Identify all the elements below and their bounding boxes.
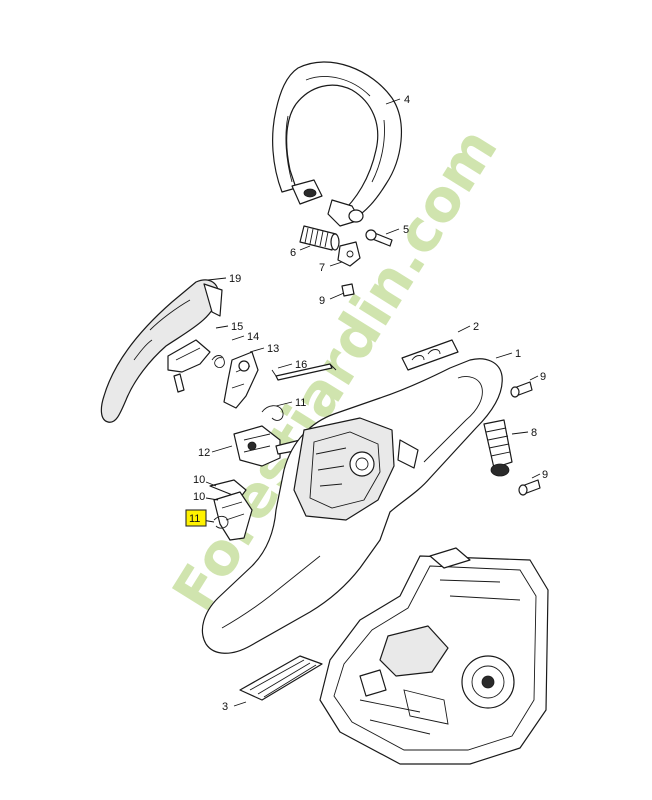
callout-15[interactable]: 13 (267, 343, 279, 355)
part-5-screw[interactable] (365, 229, 393, 247)
callout-13[interactable]: 11 (295, 397, 306, 409)
callout-9-lower-right[interactable]: 9 (542, 469, 548, 481)
callout-7[interactable]: 7 (319, 262, 325, 274)
part-4-handlebar[interactable] (272, 61, 403, 227)
callout-12[interactable]: 10 (193, 474, 205, 486)
callout-16[interactable]: 14 (247, 331, 259, 343)
part-9-screw-upper-right[interactable] (510, 381, 533, 398)
part-1-rear-handle[interactable] (201, 358, 503, 654)
callout-6[interactable]: 6 (290, 247, 296, 259)
callout-labels: 4 5 6 7 9 19 15 14 13 16 11 12 10 10 11 … (185, 94, 548, 713)
part-18-rod[interactable] (271, 363, 337, 381)
leader-lines (201, 98, 541, 707)
callout-10[interactable]: 10 (193, 491, 205, 503)
callout-2[interactable]: 2 (473, 321, 479, 333)
part-7-bracket[interactable] (337, 241, 361, 267)
part-2-label[interactable] (401, 339, 459, 371)
part-3-mat[interactable] (239, 655, 323, 701)
callout-14[interactable]: 12 (198, 447, 210, 459)
callout-1[interactable]: 1 (515, 348, 521, 360)
part-17-lever[interactable] (167, 339, 211, 393)
part-6-buffer[interactable] (299, 225, 340, 251)
part-11-spring[interactable] (213, 515, 229, 529)
callout-18[interactable]: 16 (295, 359, 307, 371)
part-9-screw-top[interactable] (341, 283, 355, 297)
part-9-screw-lower-right[interactable] (518, 479, 541, 496)
callout-4[interactable]: 4 (404, 94, 410, 106)
callout-8[interactable]: 8 (531, 427, 537, 439)
callout-3[interactable]: 3 (222, 701, 228, 713)
part-13-clip[interactable] (261, 405, 284, 421)
callout-11[interactable]: 11 (189, 513, 200, 525)
part-15-catch[interactable] (223, 351, 259, 409)
part-19-hand-guard[interactable] (100, 279, 223, 423)
callout-19[interactable]: 19 (229, 273, 241, 285)
callout-9-top[interactable]: 9 (319, 295, 325, 307)
callout-11-highlight (185, 509, 207, 527)
part-16-spring[interactable] (211, 355, 225, 369)
engine-housing (319, 547, 549, 765)
callout-5[interactable]: 5 (403, 224, 409, 236)
part-8-spring-buffer[interactable] (483, 419, 513, 477)
callout-9-upper-right[interactable]: 9 (540, 371, 546, 383)
callout-17[interactable]: 15 (231, 321, 243, 333)
